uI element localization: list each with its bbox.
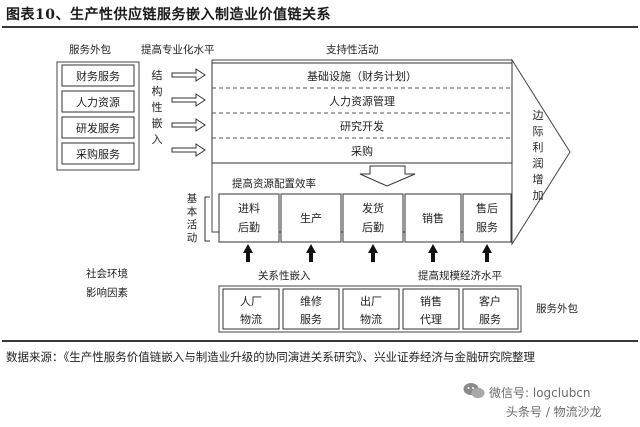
wechat-icon: [463, 382, 485, 400]
scale-economy-label: 提高规模经济水平: [418, 270, 502, 282]
outsource-bottom-line1: 客户: [479, 294, 501, 308]
outsource-top-boxes: [61, 64, 135, 165]
structural-arrows: [171, 68, 206, 157]
basic-activity-line1: 销售: [422, 211, 444, 225]
outsource-top-item: 人力资源: [76, 95, 120, 109]
outsource-top-item: 财务服务: [76, 69, 120, 83]
basic-bracket: [204, 196, 210, 242]
vertical-char: 动: [186, 232, 198, 244]
arrow-right-icon: [171, 68, 206, 82]
outsource-bottom-line1: 维修: [300, 294, 322, 308]
basic-activity-box: [218, 193, 280, 243]
arrow-right-icon: [171, 143, 206, 157]
outsource-bottom-line1: 出厂: [360, 294, 382, 308]
structural-embedding-label: 结 构 性 嵌 入: [150, 68, 164, 148]
relational-embedding-label: 关系性嵌入: [258, 270, 311, 282]
efficiency-label: 提高资源配置效率: [232, 178, 316, 190]
support-activity: 基础设施（财务计划）: [307, 69, 417, 83]
outsource-top-box: [61, 90, 135, 113]
arrow-right-icon: [171, 118, 206, 132]
basic-activity-box: [280, 193, 342, 243]
vertical-char: 嵌: [151, 117, 163, 130]
basic-activity-line2: 服务: [476, 221, 498, 234]
support-activity: 人力资源管理: [329, 94, 395, 108]
title-rule: [2, 26, 638, 28]
basic-activity-box: [462, 193, 512, 243]
vertical-char: 加: [532, 189, 544, 202]
outsource-top-box: [61, 116, 135, 139]
outsource-bottom-box: [402, 288, 460, 330]
outsource-bottom-line2: 代理: [420, 313, 442, 326]
support-activity: 采购: [351, 144, 373, 158]
basic-activity-line1: 发货: [362, 201, 384, 215]
vertical-char: 结: [151, 69, 163, 82]
basic-activity-boxes: [218, 193, 512, 243]
arrow-right-icon: [171, 93, 206, 107]
outsource-bottom-line2: 服务: [479, 313, 501, 326]
outsource-bottom-box: [342, 288, 400, 330]
outsource-bottom-line2: 服务: [300, 313, 322, 326]
outsource-bottom-frame: [218, 285, 522, 333]
vertical-char: 边: [532, 109, 544, 122]
social-factors-line1: 社会环境: [86, 268, 128, 280]
arrow-up-icon: [243, 244, 253, 262]
source-note: 数据来源：《生产性服务价值链嵌入与制造业升级的协同演进关系研究》、兴业证券经济与…: [6, 350, 535, 364]
arrow-up-icon: [306, 244, 316, 262]
vertical-char: 利: [532, 141, 544, 154]
basic-activity-box: [404, 193, 462, 243]
watermark-wechat: 微信号: logclubcn: [489, 386, 591, 400]
relational-arrows: [243, 244, 492, 262]
basic-activity-box: [342, 193, 404, 243]
vertical-char: 活: [186, 219, 198, 231]
outsource-bottom-box: [462, 288, 519, 330]
outsource-bottom-line2: 物流: [240, 312, 262, 326]
outsource-bottom-box: [282, 288, 340, 330]
outsource-top-box: [61, 64, 135, 87]
outsource-top-item: 研发服务: [76, 121, 120, 135]
basic-activities-label: 基 本 活 动: [185, 193, 199, 245]
outsource-bottom-line2: 物流: [360, 312, 382, 326]
outsource-bottom-line1: 人厂: [240, 295, 262, 308]
outsource-top-box: [61, 142, 135, 165]
basic-activity-line1: 进料: [238, 201, 260, 215]
efficiency-arrow-icon: [359, 165, 416, 187]
vertical-char: 际: [532, 125, 544, 138]
watermark-toutiao: 头条号 / 物流沙龙: [506, 405, 602, 419]
outsource-bottom-box: [222, 288, 280, 330]
support-activity: 研究开发: [340, 119, 384, 133]
outsource-bottom-label: 服务外包: [536, 303, 578, 315]
vertical-char: 性: [151, 101, 163, 114]
basic-activity-line2: 后勤: [238, 221, 260, 234]
outsource-top-frame: [56, 61, 140, 171]
vertical-char: 本: [186, 206, 198, 218]
support-activities-label: 支持性活动: [326, 44, 379, 56]
basic-activity-line1: 生产: [300, 211, 322, 225]
professional-level-label: 提高专业化水平: [141, 44, 215, 56]
outsource-bottom-line1: 销售: [420, 294, 442, 308]
vertical-char: 润: [532, 157, 544, 170]
basic-activity-line2: 后勤: [362, 221, 384, 234]
value-chain-diagram: 财务服务 人力资源 研发服务 采购服务 基础设施（财务计划） 人力资源管理 研究…: [56, 58, 571, 333]
arrow-up-icon: [482, 244, 492, 262]
arrow-up-icon: [428, 244, 438, 262]
vertical-char: 增: [532, 173, 544, 186]
outsource-top-item: 采购服务: [76, 147, 120, 161]
outsource-top-label: 服务外包: [69, 44, 111, 56]
social-factors-line2: 影响因素: [86, 287, 128, 299]
figure-title: 图表10、生产性供应链服务嵌入制造业价值链关系: [6, 7, 331, 23]
arrow-up-icon: [368, 244, 378, 262]
outsource-bottom-boxes: [222, 288, 519, 330]
margin-increase-label: 边 际 利 润 增 加: [531, 108, 545, 204]
vertical-char: 构: [151, 85, 163, 98]
vertical-char: 基: [186, 193, 198, 205]
source-rule: [2, 340, 638, 342]
basic-activity-line1: 售后: [476, 201, 498, 215]
vertical-char: 入: [151, 133, 163, 146]
